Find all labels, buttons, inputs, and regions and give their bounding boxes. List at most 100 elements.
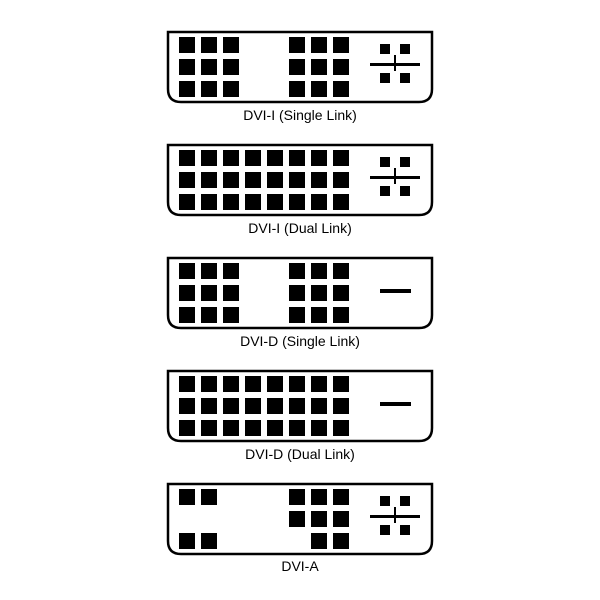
- pin: [333, 398, 349, 414]
- pin: [289, 307, 305, 323]
- pin: [267, 194, 283, 210]
- pin: [380, 525, 390, 535]
- pin: [311, 172, 327, 188]
- connector-label: DVI-A: [281, 558, 319, 574]
- pin: [289, 285, 305, 301]
- pin: [223, 194, 239, 210]
- pin-block-left: [179, 376, 349, 436]
- pin: [289, 511, 305, 527]
- pin: [333, 420, 349, 436]
- pin: [289, 489, 305, 505]
- pin: [400, 496, 410, 506]
- pin: [311, 150, 327, 166]
- pin: [311, 489, 327, 505]
- pin: [333, 37, 349, 53]
- pin: [267, 398, 283, 414]
- pin: [267, 420, 283, 436]
- pin: [311, 194, 327, 210]
- pin: [380, 157, 390, 167]
- connector-label: DVI-I (Single Link): [243, 107, 357, 123]
- analog-pins: [370, 44, 420, 83]
- pin: [311, 285, 327, 301]
- pin: [400, 525, 410, 535]
- pin: [333, 81, 349, 97]
- pin-block-left: [179, 150, 349, 210]
- analog-pins: [380, 289, 411, 293]
- pin: [333, 533, 349, 549]
- pin: [201, 37, 217, 53]
- pin: [179, 263, 195, 279]
- pin: [245, 194, 261, 210]
- pin: [223, 150, 239, 166]
- pin: [201, 398, 217, 414]
- pin: [289, 59, 305, 75]
- pin: [394, 507, 396, 523]
- pin: [179, 420, 195, 436]
- pin: [380, 496, 390, 506]
- pin: [400, 157, 410, 167]
- pin: [223, 285, 239, 301]
- pin: [201, 81, 217, 97]
- pin: [311, 533, 327, 549]
- pin: [400, 73, 410, 83]
- pin: [245, 420, 261, 436]
- analog-pins: [380, 402, 411, 406]
- pin: [311, 420, 327, 436]
- pin: [179, 398, 195, 414]
- connector-dvi-d-dual-link: [166, 369, 434, 443]
- pin: [223, 398, 239, 414]
- pin: [289, 194, 305, 210]
- connector-dvi-d-single-link: [166, 256, 434, 330]
- pin: [289, 150, 305, 166]
- pin: [400, 186, 410, 196]
- pin: [179, 533, 195, 549]
- pin: [311, 511, 327, 527]
- pin: [333, 263, 349, 279]
- pin: [201, 172, 217, 188]
- pin: [179, 150, 195, 166]
- connector-label: DVI-D (Single Link): [240, 333, 360, 349]
- connector-dvi-i-single-link: [166, 30, 434, 104]
- pin: [179, 285, 195, 301]
- pin: [380, 186, 390, 196]
- pin: [201, 533, 217, 549]
- pin: [201, 420, 217, 436]
- pin: [289, 172, 305, 188]
- pin: [201, 307, 217, 323]
- pin: [201, 376, 217, 392]
- pin: [289, 398, 305, 414]
- pin: [333, 376, 349, 392]
- pin: [333, 489, 349, 505]
- pin: [333, 194, 349, 210]
- pin: [201, 194, 217, 210]
- pin: [179, 194, 195, 210]
- pin: [289, 81, 305, 97]
- pin: [201, 59, 217, 75]
- pin: [289, 37, 305, 53]
- pin: [245, 150, 261, 166]
- pin: [380, 73, 390, 83]
- pin-block-right: [289, 489, 349, 549]
- pin: [311, 59, 327, 75]
- pin: [223, 172, 239, 188]
- pin: [223, 81, 239, 97]
- pin: [333, 150, 349, 166]
- connector-dvi-i-dual-link: [166, 143, 434, 217]
- pin: [333, 172, 349, 188]
- pin: [380, 402, 411, 406]
- pin-block-left: [179, 263, 239, 323]
- pin: [223, 37, 239, 53]
- pin-block-right: [289, 263, 349, 323]
- pin: [311, 263, 327, 279]
- pin-block-left: [179, 489, 217, 549]
- pin: [179, 307, 195, 323]
- connector-dvi-a: [166, 482, 434, 556]
- pin: [289, 376, 305, 392]
- pin: [333, 59, 349, 75]
- pin: [289, 420, 305, 436]
- pin: [380, 289, 411, 293]
- pin: [179, 59, 195, 75]
- pin: [179, 37, 195, 53]
- pin-block-right: [289, 37, 349, 97]
- pin: [223, 420, 239, 436]
